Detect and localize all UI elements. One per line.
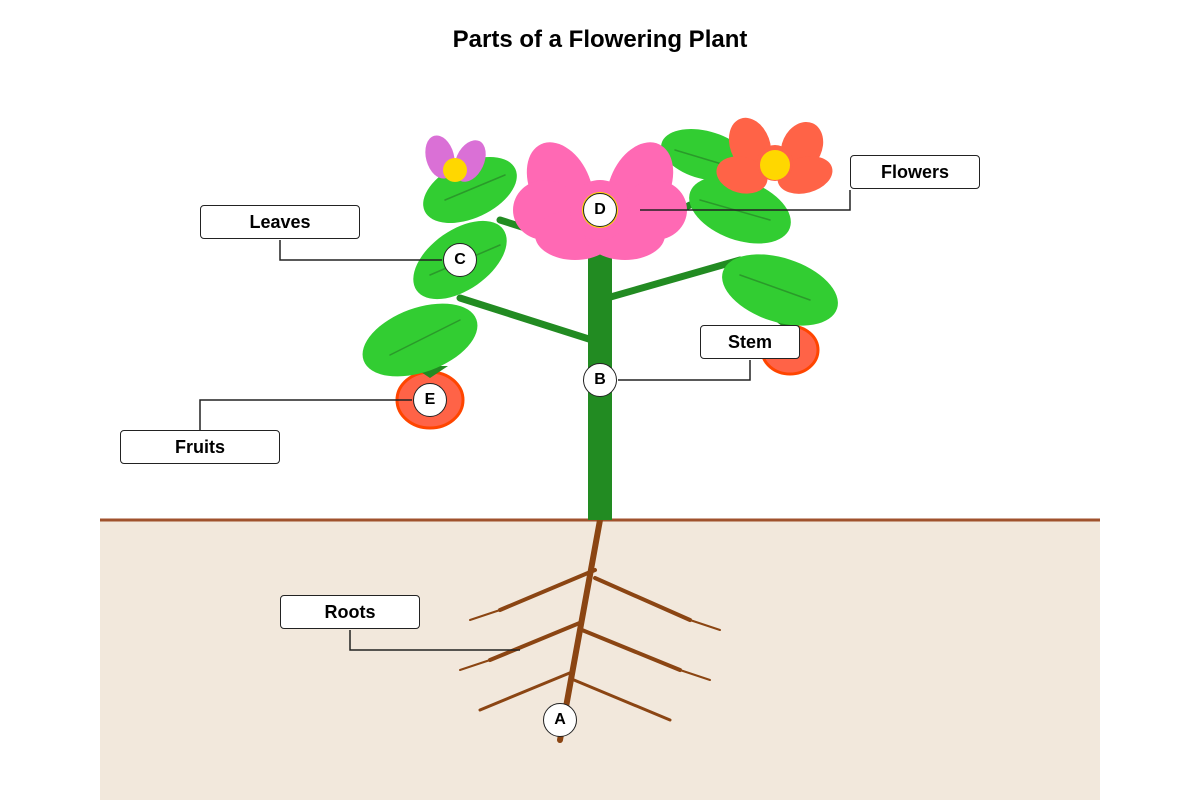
flower-center [760,150,790,180]
marker-d: D [583,193,617,227]
label-leaves: Leaves [200,205,360,239]
label-flowers: Flowers [850,155,980,189]
soil-area [100,520,1100,800]
leader-lines [199,190,851,651]
leader-line-roots [349,630,520,651]
label-roots: Roots [280,595,420,629]
flower-center [443,158,467,182]
leader-line-flowers [640,190,851,211]
marker-a: A [543,703,577,737]
marker-b: B [583,363,617,397]
label-stem: Stem [700,325,800,359]
leader-line-stem [618,360,751,381]
label-fruits: Fruits [120,430,280,464]
leader-line-leaves [279,240,442,261]
leader-line-fruits [199,399,412,430]
flower-pink [513,142,687,260]
page-title: Parts of a Flowering Plant [452,26,748,53]
root-system [459,517,721,743]
marker-e: E [413,383,447,417]
flower-coral [716,117,833,194]
marker-c: C [443,243,477,277]
